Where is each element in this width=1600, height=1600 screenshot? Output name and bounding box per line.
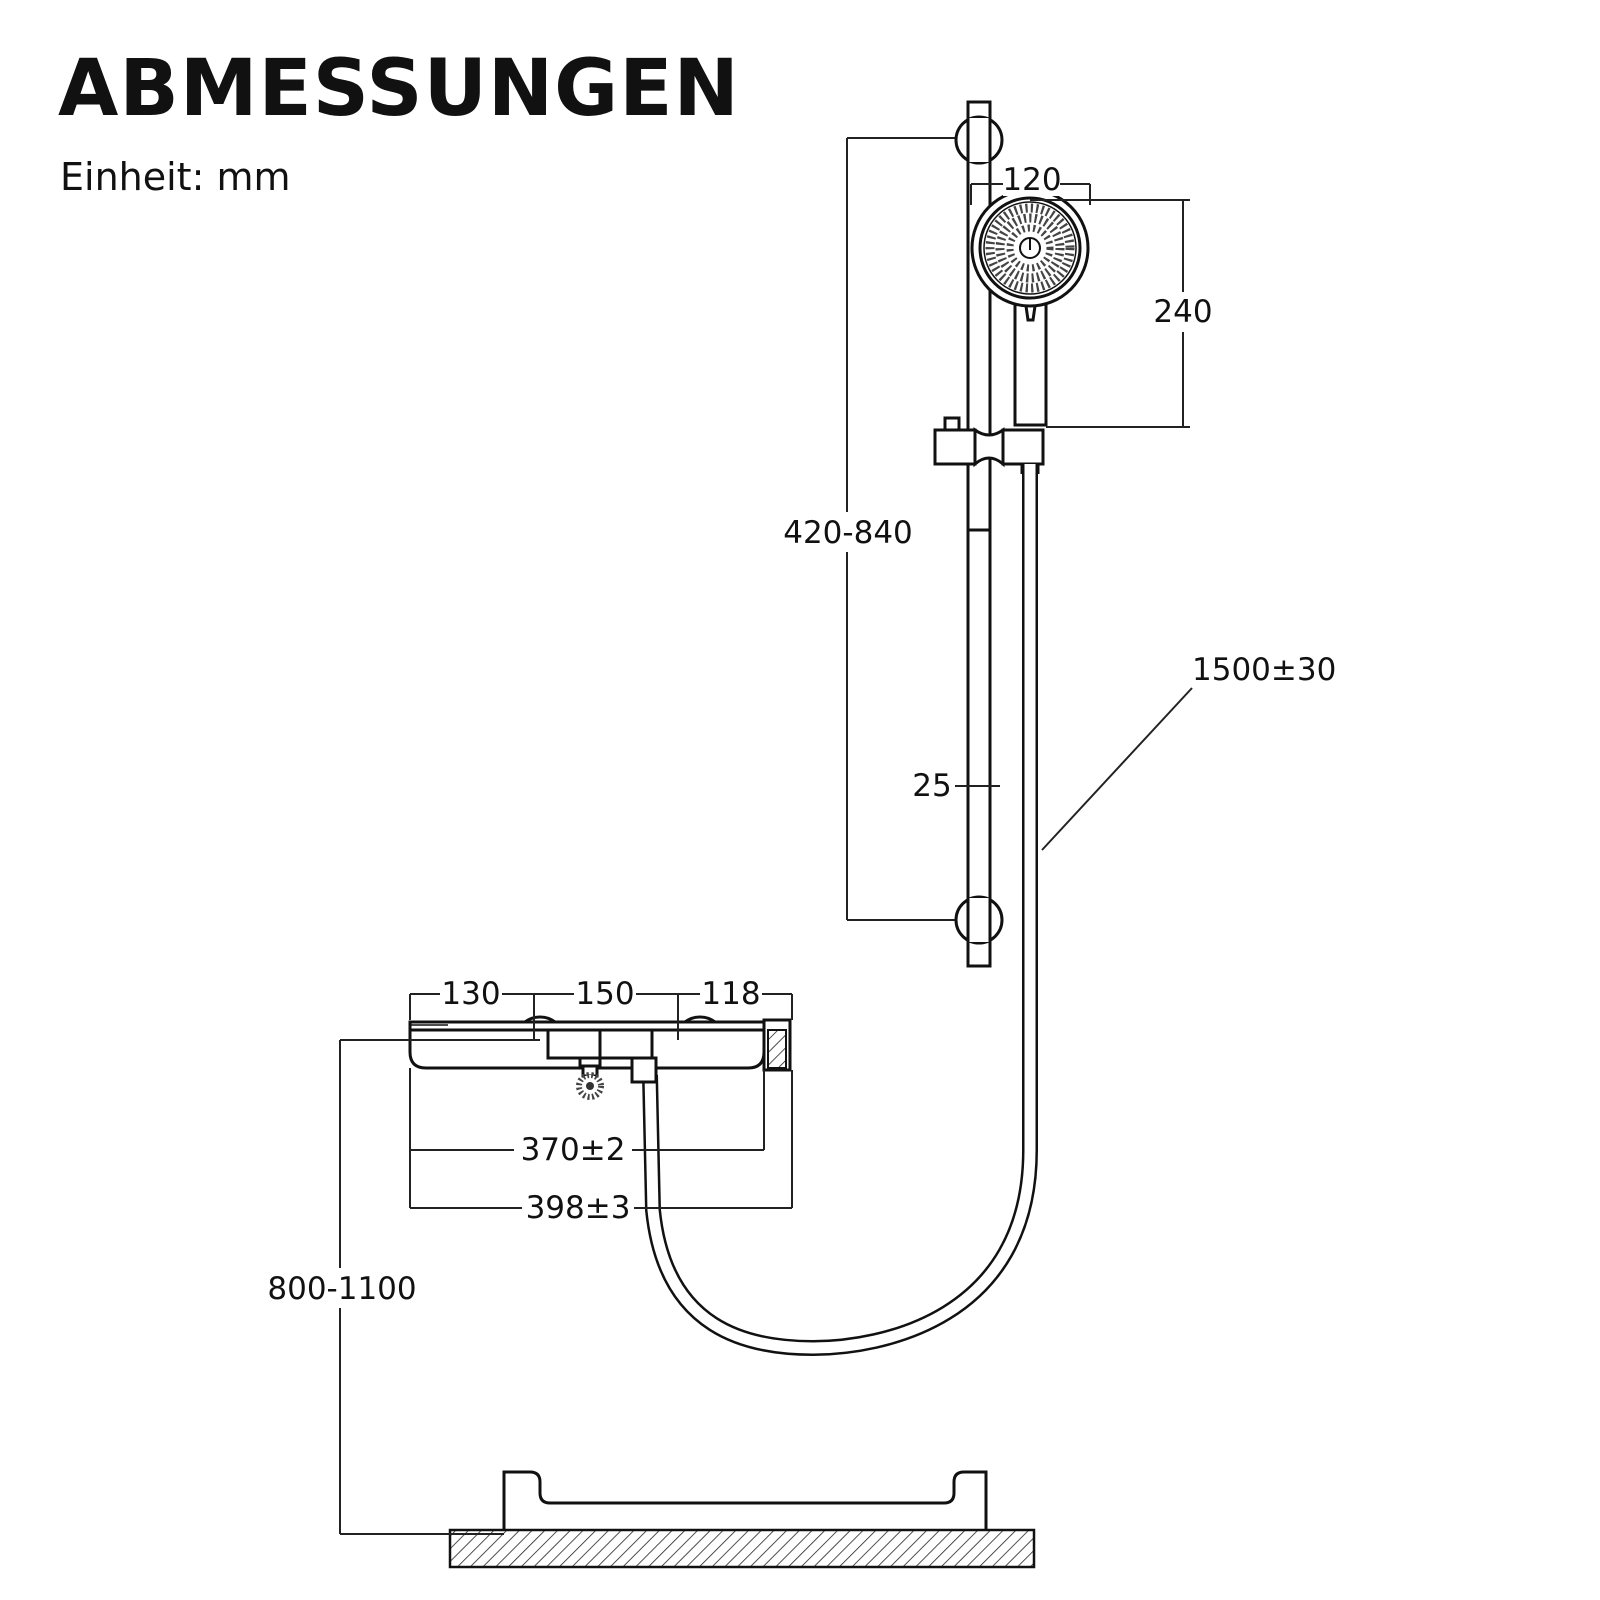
label-mounting-height: 800-1100 [267,1271,416,1307]
label-mixer-total-length: 398±3 [526,1190,631,1226]
dim-420-840 [780,137,955,921]
hand-shower [970,188,1090,427]
bathtub [448,1470,1036,1569]
dim-1500-leader [1041,687,1193,851]
shower-hose [642,464,1038,1357]
dim-370 [409,1068,765,1208]
label-head-width: 120 [1002,162,1061,198]
slider-holder [933,416,1045,474]
label-rail-diameter: 25 [912,768,951,804]
label-hose-length: 1500±30 [1192,652,1336,688]
dim-130-150-118 [409,976,793,1040]
label-rail-height: 420-840 [783,515,913,551]
unit-label: Einheit: mm [60,155,291,199]
dim-240 [1030,199,1214,428]
rail-bracket-bottom [954,895,1004,945]
label-spacing-middle: 150 [575,976,634,1012]
rail-bracket-top [954,115,1004,165]
label-spacing-left: 130 [441,976,500,1012]
slide-rail [966,100,992,968]
label-head-height: 240 [1153,294,1212,330]
dim-800-1100 [268,1039,540,1535]
label-mixer-body-length: 370±2 [521,1132,626,1168]
label-spacing-right: 118 [701,976,760,1012]
thermostat-mixer [408,1015,792,1100]
dim-398 [410,1070,793,1228]
floor-hatch [448,1528,1036,1569]
dim-120 [970,162,1091,205]
page-title: ABMESSUNGEN [58,44,740,134]
